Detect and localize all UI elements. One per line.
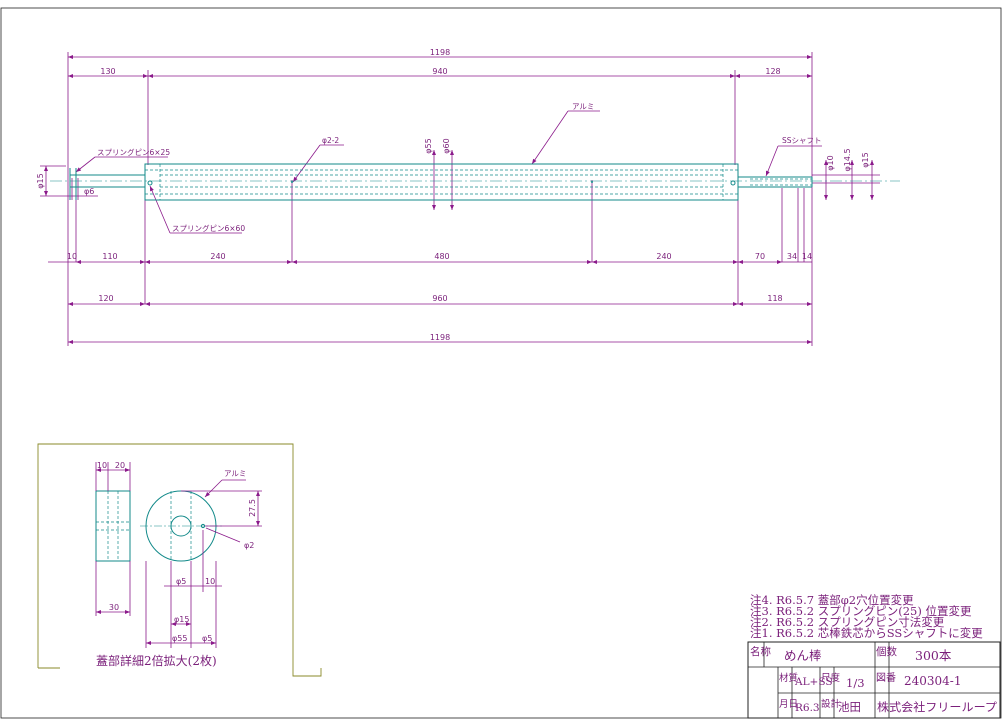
detail-dim-27-5: 27.5 — [248, 499, 257, 517]
dim-row2-g: 34 — [787, 252, 797, 261]
tb-drawing-no-value: 240304-1 — [904, 674, 962, 688]
detail-label-phi2: φ2 — [244, 541, 254, 550]
label-spring-pin-60: スプリングピン6×60 — [172, 223, 245, 233]
dim-right-phi15: φ15 — [861, 152, 870, 167]
label-hole-2-2: φ2-2 — [322, 136, 339, 145]
dim-phi55: φ55 — [424, 138, 433, 153]
tb-designer-value: 池田 — [838, 700, 861, 714]
rolling-pin-side-view — [50, 163, 900, 201]
dim-row2-f: 70 — [755, 252, 765, 261]
tb-name-label: 名称 — [750, 645, 771, 658]
dim-right-phi10: φ10 — [826, 155, 835, 170]
dim-row3-mid: 960 — [432, 294, 447, 303]
label-spring-pin-25: スプリングピン6×25 — [97, 147, 170, 157]
dim-row2-b: 110 — [102, 252, 117, 261]
detail-dimension-lines — [95, 462, 262, 648]
detail-dim-10b: 10 — [205, 577, 215, 586]
dim-row2-h: 14 — [802, 252, 812, 261]
detail-label-aluminum: アルミ — [224, 469, 246, 478]
extension-lines — [67, 52, 813, 346]
dim-right-top: 128 — [765, 67, 780, 76]
revision-note-3: 注3. R6.5.2 スプリングピン(25) 位置変更 — [750, 604, 972, 618]
sheet-border — [0, 7, 1002, 719]
dim-row2-c: 240 — [210, 252, 225, 261]
label-ss-shaft: SSシャフト — [782, 136, 822, 145]
detail-dim-30: 30 — [109, 603, 119, 612]
dim-left-phi6: φ6 — [84, 187, 94, 196]
dimension-lines — [40, 55, 880, 344]
tb-qty-value: 300本 — [915, 648, 952, 663]
dim-right-phi145: φ14.5 — [843, 148, 852, 171]
tb-qty-label: 個数 — [876, 645, 897, 658]
revision-note-4: 注4. R6.5.7 蓋部φ2穴位置変更 — [750, 593, 914, 607]
detail-dim-10: 10 — [97, 461, 107, 470]
revision-note-2: 注2. R6.5.2 スプリングピン寸法変更 — [750, 615, 945, 629]
dim-row2-a: 10 — [67, 252, 77, 261]
dim-row3-left: 120 — [98, 294, 113, 303]
tb-date-value: R6.3 — [795, 702, 820, 714]
tb-name-value: めん棒 — [784, 648, 822, 663]
dim-mid-top: 940 — [432, 67, 447, 76]
revision-note-1: 注1. R6.5.2 芯棒鉄芯からSSシャフトに変更 — [750, 626, 983, 640]
dim-overall-bottom: 1198 — [430, 333, 450, 342]
tb-company: 株式会社フリーループ — [877, 700, 998, 714]
dim-row3-right: 118 — [767, 294, 782, 303]
tb-scale-value: 1/3 — [846, 676, 865, 690]
detail-dim-phi5a: φ5 — [176, 577, 186, 586]
dim-phi60: φ60 — [442, 138, 451, 153]
tb-date-label: 月日 — [779, 699, 798, 710]
detail-dim-phi55: φ55 — [172, 634, 187, 643]
tb-designer-label: 設計 — [821, 698, 841, 710]
tb-scale-label: 尺度 — [821, 672, 841, 684]
dim-left-phi15: φ15 — [36, 173, 45, 188]
dim-overall-top: 1198 — [430, 48, 450, 57]
dim-left-top: 130 — [100, 67, 115, 76]
dim-row2-d: 480 — [434, 252, 449, 261]
leader-lines — [75, 110, 822, 234]
detail-dim-phi5b: φ5 — [202, 634, 212, 643]
tb-material-value: AL+SS — [794, 676, 833, 688]
title-block — [747, 641, 1001, 719]
dim-row2-e: 240 — [656, 252, 671, 261]
tb-material-label: 材質 — [779, 672, 798, 684]
detail-dim-phi15: φ15 — [174, 615, 189, 624]
label-aluminum: アルミ — [572, 102, 594, 111]
tb-drawing-no-label: 図番 — [876, 672, 896, 684]
detail-dim-20: 20 — [115, 461, 125, 470]
detail-caption: 蓋部詳細2倍拡大(2枚) — [96, 653, 217, 668]
